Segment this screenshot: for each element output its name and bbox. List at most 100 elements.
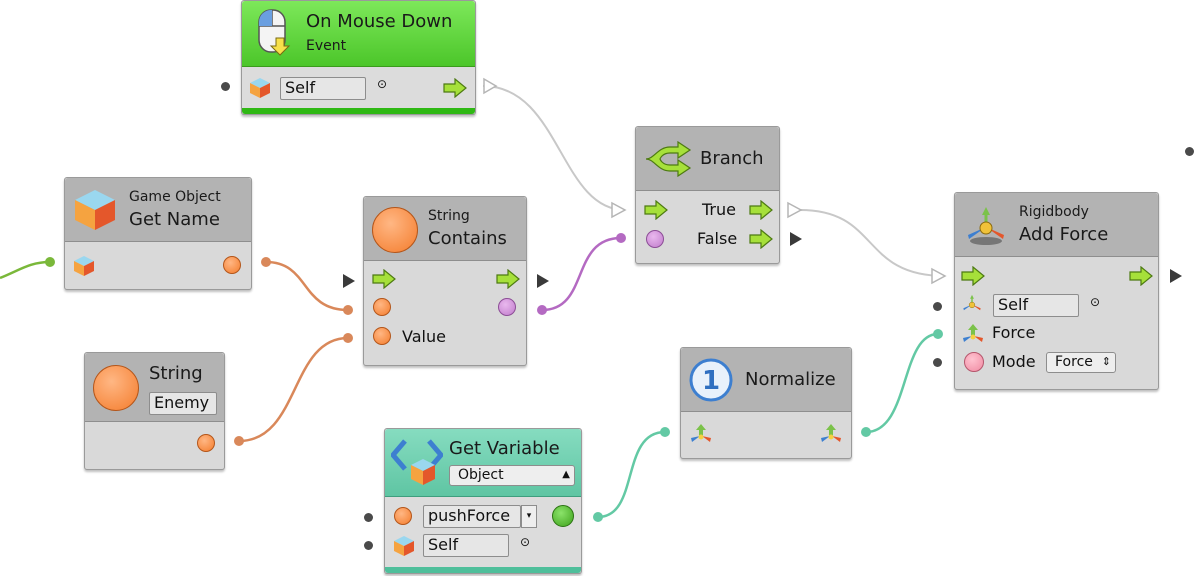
vector-wire-normalize-to-addforce <box>865 332 939 434</box>
flow-arrow-icon[interactable] <box>496 269 520 289</box>
variable-type-value: Object <box>458 467 504 483</box>
node-title: Get Name <box>129 209 220 230</box>
vector-icon[interactable] <box>689 422 713 446</box>
unconnected-port-dot[interactable] <box>364 541 373 550</box>
mouse-icon <box>258 9 291 56</box>
node-category: String <box>428 208 470 224</box>
target-dot-icon[interactable]: ⊙ <box>1090 295 1101 309</box>
unconnected-port-dot[interactable] <box>221 82 230 91</box>
number-one-icon: 1 <box>689 358 733 402</box>
target-dot-icon[interactable]: ⊙ <box>520 535 531 549</box>
node-title: On Mouse Down <box>306 11 453 32</box>
value-input-port[interactable] <box>373 327 391 345</box>
unconnected-port-dot[interactable] <box>933 358 942 367</box>
node-category: Rigidbody <box>1019 204 1089 220</box>
mode-value: Force <box>1055 354 1093 370</box>
node-get-variable[interactable]: Get Variable Object ▲ pushForce ▾ Self ⊙ <box>384 428 582 574</box>
node-body: Value <box>364 261 526 365</box>
flow-arrow-icon[interactable] <box>443 78 467 98</box>
node-header: Branch <box>636 127 779 191</box>
target-field[interactable]: Self <box>423 534 509 557</box>
flow-arrow-icon[interactable] <box>1129 266 1153 286</box>
true-label: True <box>702 200 736 219</box>
variable-brackets-icon <box>391 439 443 485</box>
node-body <box>85 422 224 469</box>
variable-name-field[interactable]: pushForce <box>423 505 521 528</box>
node-add-force[interactable]: Rigidbody Add Force Self ⊙ Force Mode Fo… <box>954 192 1159 390</box>
flow-arrow-icon[interactable] <box>644 200 668 220</box>
node-normalize[interactable]: 1 Normalize <box>680 347 852 459</box>
node-title: Get Variable <box>449 438 560 459</box>
variable-name-port[interactable] <box>394 507 412 525</box>
dropdown-arrows-icon: ⇕ <box>1101 355 1111 368</box>
node-body <box>681 412 851 458</box>
node-title: String <box>149 363 203 384</box>
vector-wire-getvar-to-normalize <box>597 430 666 519</box>
node-branch[interactable]: Branch True False <box>635 126 780 264</box>
variable-name-dropdown-button[interactable]: ▾ <box>521 505 537 528</box>
node-title: Contains <box>428 228 507 249</box>
flow-arrow-icon[interactable] <box>961 266 985 286</box>
unconnected-port-dot[interactable] <box>1185 147 1194 156</box>
node-header: String Contains <box>364 197 526 261</box>
dropdown-arrows-icon: ▲ <box>562 469 570 480</box>
target-field[interactable]: Self <box>280 77 366 100</box>
mode-label: Mode <box>992 352 1036 371</box>
node-header: Game Object Get Name <box>65 178 251 242</box>
value-label: Value <box>402 327 446 346</box>
rigidbody-icon <box>968 207 1004 245</box>
flow-arrow-icon[interactable] <box>749 200 773 220</box>
node-body: True False <box>636 191 779 263</box>
object-wire-in <box>0 260 51 280</box>
flow-arrow-icon[interactable] <box>749 229 773 249</box>
svg-text:1: 1 <box>702 366 720 396</box>
rigidbody-icon <box>963 294 981 311</box>
node-title: Branch <box>700 148 764 169</box>
flow-wire-event-to-branch <box>482 85 626 211</box>
variable-type-dropdown[interactable]: Object ▲ <box>449 465 575 486</box>
target-field[interactable]: Self <box>993 294 1079 317</box>
value-output-port[interactable] <box>552 505 574 527</box>
string-output-port[interactable] <box>223 256 241 274</box>
node-footer <box>242 108 475 114</box>
string-input-port[interactable] <box>373 298 391 316</box>
mode-input-port[interactable] <box>964 352 984 372</box>
vector-icon[interactable] <box>819 422 843 446</box>
target-dot-icon[interactable]: ⊙ <box>377 77 388 91</box>
string-wire-getname-to-contains <box>265 260 349 312</box>
branch-icon <box>645 141 692 177</box>
flow-wire-branch-to-addforce <box>799 209 946 277</box>
node-get-name[interactable]: Game Object Get Name <box>64 177 252 290</box>
node-title: Normalize <box>745 369 836 390</box>
node-body: Self ⊙ <box>242 67 475 114</box>
node-header: 1 Normalize <box>681 348 851 412</box>
node-title: Add Force <box>1019 224 1109 245</box>
condition-input-port[interactable] <box>646 230 664 248</box>
node-footer <box>385 567 581 573</box>
cube-icon <box>394 536 414 556</box>
node-string-contains[interactable]: String Contains Value <box>363 196 527 366</box>
string-circle-icon <box>93 365 139 411</box>
vector-icon[interactable] <box>961 322 985 346</box>
mode-dropdown[interactable]: Force ⇕ <box>1046 352 1116 373</box>
node-subtitle: Event <box>306 38 347 54</box>
node-header: Rigidbody Add Force <box>955 193 1158 257</box>
string-value-field[interactable]: Enemy <box>149 392 217 415</box>
cube-icon <box>250 78 270 98</box>
string-output-port[interactable] <box>197 434 215 452</box>
force-label: Force <box>992 323 1036 342</box>
node-body: pushForce ▾ Self ⊙ <box>385 497 581 573</box>
node-header: String Enemy <box>85 353 224 422</box>
cube-icon <box>74 256 94 276</box>
string-wire-enemy-to-contains <box>238 336 349 443</box>
node-category: Game Object <box>129 189 221 205</box>
unconnected-port-dot[interactable] <box>364 513 373 522</box>
node-body: Self ⊙ Force Mode Force ⇕ <box>955 257 1158 389</box>
unconnected-port-dot[interactable] <box>933 302 942 311</box>
bool-output-port[interactable] <box>498 298 516 316</box>
node-on-mouse-down[interactable]: On Mouse Down Event Self ⊙ <box>241 0 476 115</box>
flow-arrow-icon[interactable] <box>372 269 396 289</box>
false-label: False <box>697 229 738 248</box>
node-string-constant[interactable]: String Enemy <box>84 352 225 470</box>
